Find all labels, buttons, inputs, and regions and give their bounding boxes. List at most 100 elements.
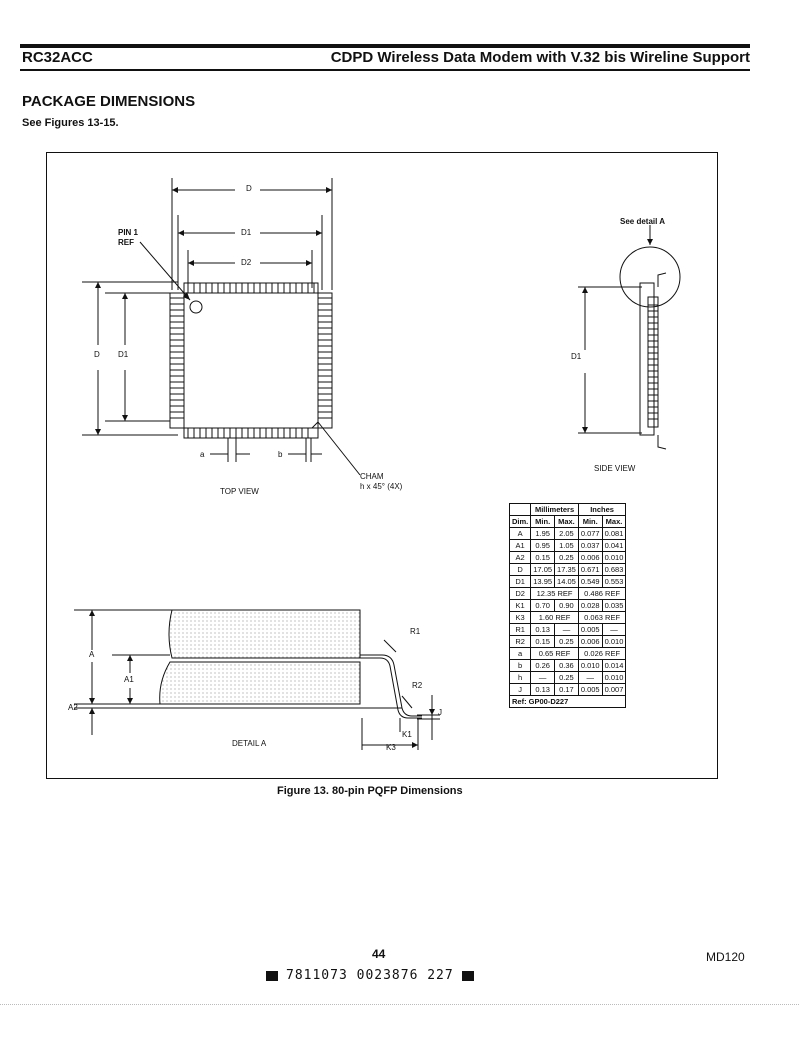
table-cell: 0.486 REF [577, 587, 627, 600]
table-cell: 17.05 [530, 563, 556, 576]
table-cell: 1.60 REF [530, 611, 579, 624]
table-cell: 0.063 REF [577, 611, 627, 624]
pin1-label: PIN 1 [118, 228, 139, 237]
table-cell: A1 [508, 539, 532, 552]
barcode-block-left [266, 970, 278, 981]
table-cell: 0.90 [554, 599, 579, 612]
pin1-ref-label: REF [118, 238, 134, 247]
figure-caption: Figure 13. 80-pin PQFP Dimensions [277, 785, 463, 797]
table-cell: 0.010 [577, 659, 603, 672]
table-ref-row: Ref: GP00-D227 [508, 695, 627, 708]
table-blank-cell [508, 503, 532, 516]
table-cell: — [601, 623, 627, 636]
table-cell: 0.041 [601, 539, 627, 552]
table-cell: 0.70 [530, 599, 556, 612]
table-cell: a [508, 647, 532, 660]
figure-frame [46, 152, 718, 779]
table-col-header: Dim. [508, 515, 532, 528]
side-view-label: SIDE VIEW [594, 464, 636, 473]
pitch-a-label: a [200, 450, 205, 459]
table-cell: 1.05 [554, 539, 579, 552]
page-number: 44 [372, 947, 386, 961]
table-cell: K3 [508, 611, 532, 624]
barcode-text: 7811073 0023876 227 [286, 968, 454, 983]
table-cell: A [508, 527, 532, 540]
dim-d1-label: D1 [241, 228, 252, 237]
section-title: PACKAGE DIMENSIONS [22, 93, 196, 110]
table-cell: 0.95 [530, 539, 556, 552]
dim-d-label: D [246, 184, 252, 193]
table-cell: 0.25 [554, 671, 579, 684]
side-view-d1-label: D1 [571, 352, 582, 361]
header-rule: RC32ACC CDPD Wireless Data Modem with V.… [20, 44, 750, 71]
table-group-header: Inches [577, 503, 627, 516]
table-cell: 0.683 [601, 563, 627, 576]
table-cell: 0.010 [601, 671, 627, 684]
side-dim-d-label: D [94, 350, 100, 359]
header-part-number: RC32ACC [22, 49, 93, 66]
table-cell: 13.95 [530, 575, 556, 588]
section-subtitle: See Figures 13-15. [22, 117, 119, 129]
table-cell: 0.17 [554, 683, 579, 696]
table-cell: 12.35 REF [530, 587, 579, 600]
detail-a-dim-label: A [89, 650, 95, 659]
detail-a-drawing [74, 609, 440, 750]
table-cell: 0.25 [554, 635, 579, 648]
table-cell: 0.006 [577, 551, 603, 564]
pitch-b-label: b [278, 450, 283, 459]
table-cell: 0.037 [577, 539, 603, 552]
table-cell: 0.36 [554, 659, 579, 672]
table-cell: 0.014 [601, 659, 627, 672]
table-cell: 2.05 [554, 527, 579, 540]
table-cell: 0.005 [577, 623, 603, 636]
scan-edge-line [0, 1004, 799, 1005]
table-cell: 0.26 [530, 659, 556, 672]
table-cell: K1 [508, 599, 532, 612]
detail-k1-label: K1 [402, 730, 412, 739]
table-ref: Ref: GP00-D227 [508, 695, 627, 708]
table-row: h—0.25—0.010 [508, 671, 627, 684]
table-cell: 0.671 [577, 563, 603, 576]
table-cell: 1.95 [530, 527, 556, 540]
header-title: CDPD Wireless Data Modem with V.32 bis W… [330, 49, 750, 66]
table-cell: 0.15 [530, 635, 556, 648]
dimension-table: Millimeters Inches Dim. Min. Max. Min. M… [508, 503, 627, 708]
table-cell: 0.553 [601, 575, 627, 588]
table-cell: 0.65 REF [530, 647, 579, 660]
table-cell: D [508, 563, 532, 576]
table-group-header: Millimeters [530, 503, 579, 516]
table-cell: 0.005 [577, 683, 603, 696]
table-col-header: Max. [601, 515, 627, 528]
detail-j-label: J [438, 708, 442, 717]
table-cell: 0.081 [601, 527, 627, 540]
table-cell: 17.35 [554, 563, 579, 576]
table-col-header-row: Dim. Min. Max. Min. Max. [508, 515, 627, 528]
table-cell: 0.010 [601, 551, 627, 564]
table-cell: 0.15 [530, 551, 556, 564]
table-cell: A2 [508, 551, 532, 564]
side-view-drawing [578, 225, 681, 450]
table-cell: 0.026 REF [577, 647, 627, 660]
detail-r2-label: R2 [412, 681, 423, 690]
chamfer-spec-label: h x 45° (4X) [360, 482, 403, 491]
dim-d2-label: D2 [241, 258, 252, 267]
table-cell: R1 [508, 623, 532, 636]
detail-a1-dim-label: A1 [124, 675, 134, 684]
table-group-header-row: Millimeters Inches [508, 503, 627, 516]
detail-k3-label: K3 [386, 743, 396, 752]
detail-r1-label: R1 [410, 627, 421, 636]
detail-a-title: DETAIL A [232, 739, 267, 748]
see-detail-label: See detail A [620, 217, 666, 226]
table-cell: 0.13 [530, 683, 556, 696]
table-cell: J [508, 683, 532, 696]
